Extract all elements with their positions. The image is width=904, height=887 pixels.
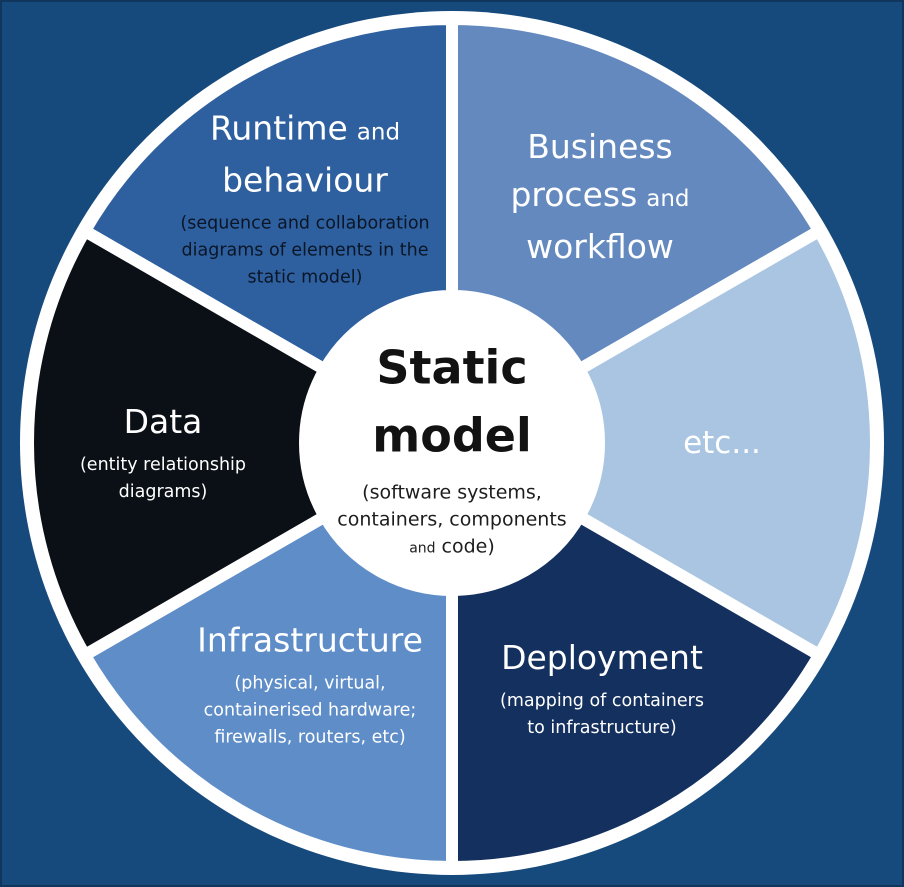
runtime-title-line-1: Runtime and: [145, 105, 465, 157]
segment-deployment: [446, 508, 828, 874]
center-and-text: and: [409, 540, 436, 557]
static-title-line-1: Static: [376, 340, 528, 395]
segment-label-business-process-and-workflow: Business process and workflow: [450, 123, 750, 271]
center-label-static-model: Static model (software systems, containe…: [302, 334, 602, 563]
workflow-title-text: workflow: [526, 227, 674, 266]
infrastructure-subtitle: (physical, virtual, containerised hardwa…: [203, 673, 417, 748]
runtime-and-text: and: [356, 119, 401, 146]
segment-label-runtime-and-behaviour: Runtime and behaviour (sequence and coll…: [145, 105, 465, 292]
infrastructure-title-text: Infrastructure: [197, 620, 423, 660]
business-title-text: Business: [527, 127, 673, 166]
static-model-title: Static model: [302, 334, 602, 470]
segment-group: [21, 12, 883, 874]
data-subtitle: (entity relationship diagrams): [79, 455, 247, 502]
segment-etc: [571, 222, 883, 664]
segment-label-data: Data (entity relationship diagrams): [43, 398, 283, 506]
runtime-title-text: Runtime: [209, 108, 348, 148]
deployment-title-line: Deployment: [442, 634, 762, 682]
business-title-line-2: process and: [450, 171, 750, 223]
center-subtitle-line-1: (software systems,: [362, 481, 542, 504]
business-title-line-1: Business: [450, 123, 750, 171]
deployment-subtitle: (mapping of containers to infrastructure…: [500, 691, 704, 738]
runtime-subtitle: (sequence and collaboration diagrams of …: [180, 213, 430, 288]
behaviour-title-text: behaviour: [222, 160, 388, 200]
etc-title-line: etc...: [642, 419, 802, 467]
infrastructure-title-line: Infrastructure: [150, 617, 470, 665]
business-and-text: and: [646, 186, 690, 212]
segment-label-infrastructure: Infrastructure (physical, virtual, conta…: [150, 617, 470, 752]
segment-label-deployment: Deployment (mapping of containers to inf…: [442, 634, 762, 742]
data-title-text: Data: [123, 402, 203, 441]
data-title-line: Data: [43, 398, 283, 446]
segment-data: [21, 222, 333, 664]
business-title-line-3: workflow: [450, 223, 750, 271]
etc-title-text: etc...: [683, 425, 761, 461]
center-code-text: code): [441, 535, 495, 558]
static-model-subtitle: (software systems, containers, component…: [302, 480, 602, 563]
process-title-text: process: [510, 175, 638, 214]
center-subtitle-line-2: containers, components: [337, 508, 567, 531]
deployment-title-text: Deployment: [501, 638, 703, 677]
segment-label-etc: etc...: [642, 419, 802, 467]
static-title-line-2: model: [372, 408, 532, 463]
runtime-title-line-2: behaviour: [145, 157, 465, 205]
center-subtitle-line-3: and code): [302, 534, 602, 563]
